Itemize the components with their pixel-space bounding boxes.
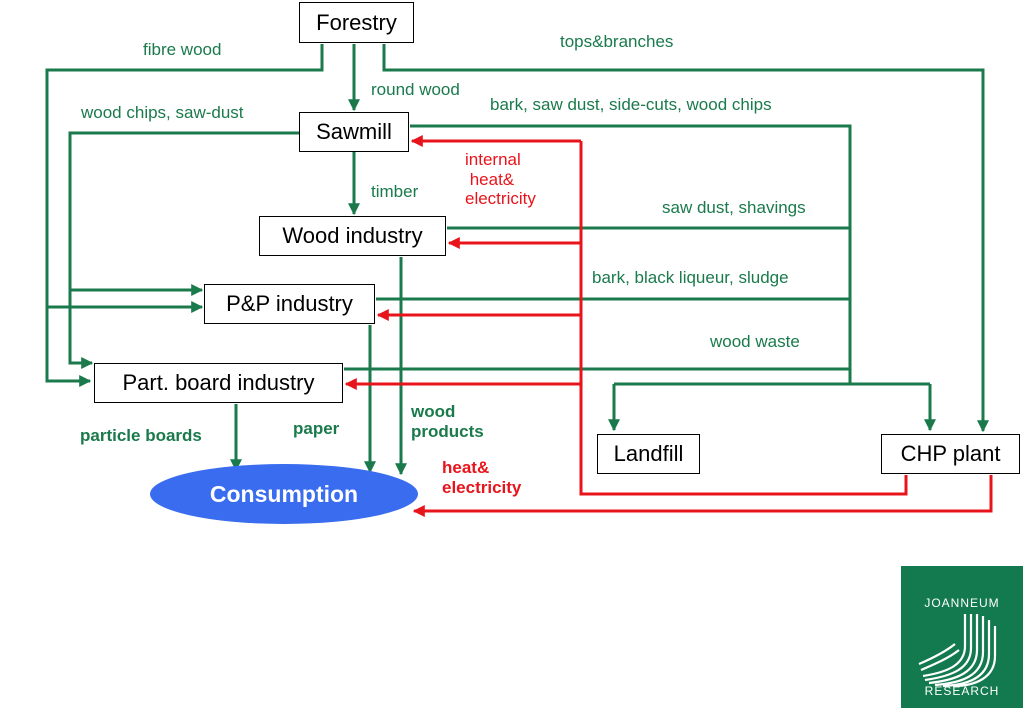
label-internal-heat-electricity: internal heat& electricity — [465, 150, 536, 209]
landfill-box: Landfill — [597, 434, 700, 474]
pp-industry-box: P&P industry — [204, 284, 375, 324]
logo-text-top: JOANNEUM — [924, 596, 1000, 610]
label-wood-waste: wood waste — [710, 332, 800, 351]
label-wood-products: wood products — [411, 402, 484, 441]
label-round-wood: round wood — [371, 80, 460, 99]
label-particle-boards: particle boards — [80, 426, 202, 445]
chp-plant-box: CHP plant — [881, 434, 1020, 474]
arrow-wood-chips — [68, 131, 299, 369]
sawmill-box: Sawmill — [299, 112, 409, 152]
label-bark-saw-dust: bark, saw dust, side-cuts, wood chips — [490, 95, 772, 114]
logo-wave-icon — [918, 614, 997, 688]
label-tops-branches: tops&branches — [560, 32, 674, 51]
consumption-ellipse: Consumption — [150, 464, 418, 524]
part-board-industry-box: Part. board industry — [94, 363, 343, 403]
joanneum-research-logo: JOANNEUM RESEARCH — [901, 566, 1023, 708]
arrow-tops-branches — [382, 44, 989, 433]
label-paper: paper — [293, 419, 340, 438]
label-wood-chips-saw-dust: wood chips, saw-dust — [81, 103, 244, 122]
label-bark-black-liqueur: bark, black liqueur, sludge — [592, 268, 789, 287]
forestry-box: Forestry — [299, 2, 414, 43]
label-heat-electricity: heat& electricity — [442, 458, 522, 497]
arrow-fibre-wood — [45, 44, 324, 387]
logo-text-bottom: RESEARCH — [924, 684, 1000, 698]
label-fibre-wood: fibre wood — [143, 40, 222, 59]
arrow-energy-consumption — [412, 475, 993, 517]
wood-industry-box: Wood industry — [259, 216, 446, 256]
line-internal-energy — [579, 141, 908, 496]
label-saw-dust-shavings: saw dust, shavings — [662, 198, 806, 217]
label-timber: timber — [371, 182, 419, 201]
